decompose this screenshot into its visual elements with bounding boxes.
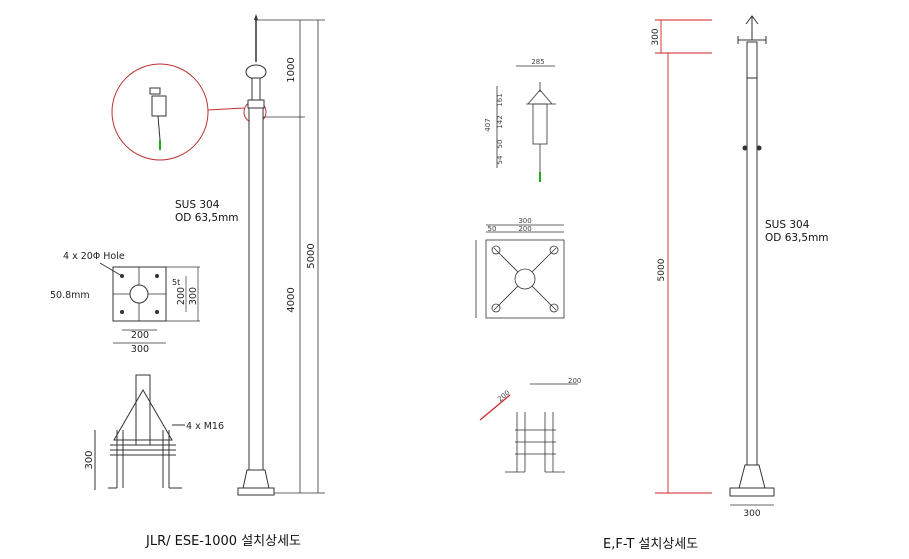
eft-pole [729,77,775,506]
eft-anchor-frame [479,383,578,473]
eft-head-width: 285 [531,58,544,66]
eft-base-plate [475,224,565,319]
bolt-circle-label: 50.8mm [50,290,90,301]
left-dim-top: 1000 [286,57,297,82]
eft-plate-inner: 200 [518,225,531,233]
eft-rod-head [737,15,767,79]
anchor-bolt-label: 4 x M16 [186,421,224,432]
left-anchor-frame [94,374,185,490]
left-material-line1: SUS 304 [175,199,220,211]
eft-plate-edge: 50 [488,225,497,233]
right-material-note: SUS 304 OD 63,5mm [765,219,829,245]
anchor-height: 300 [84,450,95,469]
plate-thickness: 5t [172,278,180,287]
right-material-line1: SUS 304 [765,219,810,231]
ese-rod-head [245,14,267,109]
eft-dim-total: 5000 [657,258,667,281]
eft-anchor-dim-b: 200 [496,389,511,404]
eft-anchor-dim-a: 200 [568,377,581,385]
eft-head-dim-3: 50 [496,140,504,149]
left-dim-total: 5000 [306,243,317,268]
eft-head-detail [496,65,556,182]
right-material-line2: OD 63,5mm [765,232,829,244]
eft-head-dim-2: 407 [484,118,492,131]
left-base-plate [99,262,200,344]
eft-dimensions [655,19,712,494]
right-caption: E,F-T 설치상세도 [603,537,699,552]
left-pole [237,107,275,496]
eft-dim-top: 300 [651,28,661,45]
eft-base-width: 300 [743,509,760,519]
left-material-line2: OD 63,5mm [175,212,239,224]
left-dim-pole: 4000 [286,287,297,312]
eft-head-dim-1: 142 [496,115,504,128]
left-dimensions [255,19,325,494]
left-material-note: SUS 304 OD 63,5mm [175,199,239,225]
left-caption: JLR/ ESE-1000 설치상세도 [146,534,302,549]
plate-outer-h: 300 [188,287,199,305]
plate-outer-w: 300 [131,344,149,355]
detail-callout [111,63,267,161]
eft-head-dim-0: 161 [496,93,504,106]
eft-head-dim-4: 54 [496,155,504,164]
plate-inner-h: 200 [176,287,187,305]
plate-inner-w: 200 [131,330,149,341]
eft-plate-outer: 300 [518,217,531,225]
hole-label: 4 x 20Φ Hole [63,251,125,262]
